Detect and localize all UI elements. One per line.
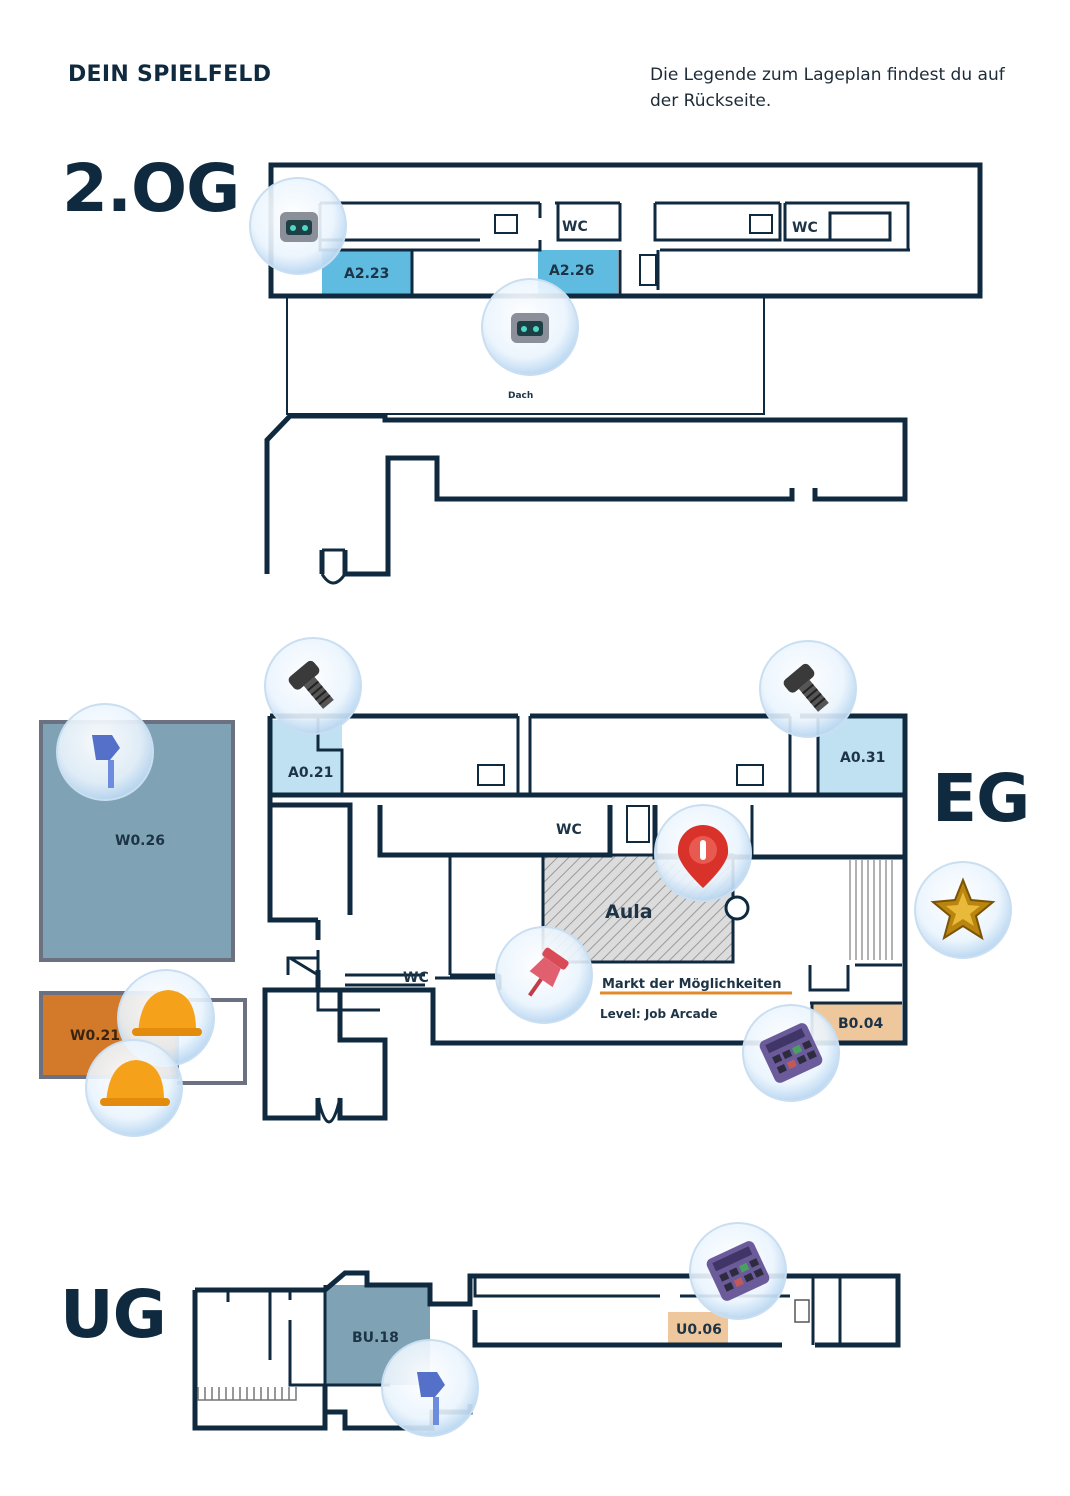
screw-icon[interactable] — [264, 637, 362, 735]
label-b004: B0.04 — [838, 1016, 883, 1032]
label-eg-wc2: WC — [403, 970, 429, 986]
label-og2-wc2: WC — [792, 220, 818, 236]
label-u006: U0.06 — [676, 1322, 722, 1338]
label-eg-wc1: WC — [556, 822, 582, 838]
robot-icon[interactable] — [249, 177, 347, 275]
label-dach: Dach — [508, 391, 533, 401]
location-pin-icon[interactable] — [654, 804, 752, 902]
floor-2og-plan: A2.23 A2.26 WC WC Dach — [264, 162, 983, 585]
label-w026: W0.26 — [115, 833, 165, 849]
label-level: Level: Job Arcade — [600, 1007, 717, 1021]
thumbs-icon[interactable] — [56, 703, 154, 801]
calculator-icon[interactable] — [742, 1004, 840, 1102]
calculator-icon[interactable] — [689, 1222, 787, 1320]
label-w021: W0.21 — [70, 1028, 120, 1044]
label-markt: Markt der Möglichkeiten — [602, 977, 781, 992]
floor-label-2og: 2.OG — [62, 150, 240, 227]
room-a223 — [322, 250, 412, 294]
room-u006 — [668, 1312, 728, 1344]
label-a021: A0.21 — [288, 765, 333, 781]
floor-ug-plan: BU.18 U0.06 — [192, 1270, 901, 1431]
thumbs-icon[interactable] — [381, 1339, 479, 1437]
label-a226: A2.26 — [549, 263, 594, 279]
label-bu18: BU.18 — [352, 1330, 399, 1346]
helmet-icon[interactable] — [85, 1039, 183, 1137]
pushpin-icon[interactable] — [495, 926, 593, 1024]
label-a031: A0.31 — [840, 750, 885, 766]
page-title: DEIN SPIELFELD — [68, 62, 272, 87]
legend-note: Die Legende zum Lageplan findest du auf … — [650, 65, 1005, 111]
floor-label-eg: EG — [932, 760, 1030, 837]
label-a223: A2.23 — [344, 266, 389, 282]
label-og2-wc1: WC — [562, 219, 588, 235]
robot-icon[interactable] — [481, 278, 579, 376]
label-aula: Aula — [605, 901, 653, 923]
floor-label-ug: UG — [60, 1276, 167, 1353]
screw-icon[interactable] — [759, 640, 857, 738]
star-icon[interactable] — [914, 861, 1012, 959]
